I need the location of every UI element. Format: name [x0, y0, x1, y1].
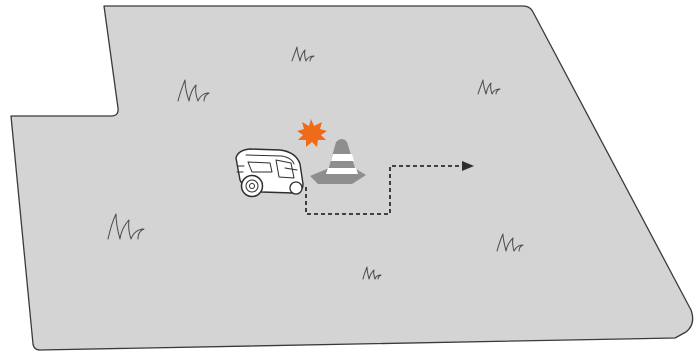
grass-tuft-icon [177, 79, 210, 102]
dashed-path-arrow [305, 161, 474, 215]
traffic-cone-icon [310, 139, 366, 184]
grass-tuft-icon [477, 79, 501, 95]
collision-burst-icon [297, 119, 327, 147]
grass-tuft-icon [107, 213, 145, 240]
grass-tuft-icon [362, 266, 382, 280]
mower-route [305, 165, 462, 215]
grass-tuft-icon [291, 46, 315, 62]
grass-tuft-icon [496, 233, 524, 252]
robotic-mower-icon [235, 148, 304, 198]
arrowhead-icon [462, 161, 474, 171]
